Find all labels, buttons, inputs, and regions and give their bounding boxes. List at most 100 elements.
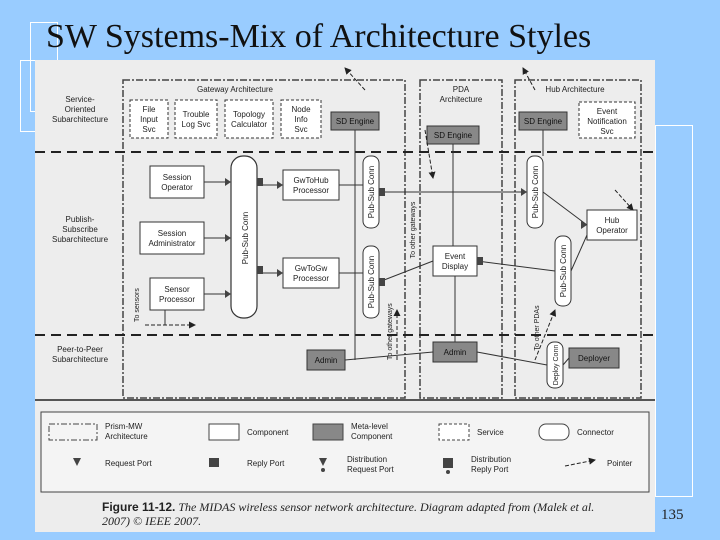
svg-text:Component: Component [247, 428, 289, 437]
svg-text:Deployer: Deployer [578, 354, 610, 363]
svg-text:Publish-: Publish- [66, 215, 95, 224]
gwtohub-processor: GwToHub Processor [282, 169, 340, 201]
svg-text:Hub: Hub [605, 216, 620, 225]
service-subarchitecture-label: Service- Oriented Subarchitecture [52, 95, 109, 124]
svg-text:Distribution: Distribution [347, 455, 387, 464]
svg-text:GwToHub: GwToHub [293, 176, 329, 185]
svg-text:Admin: Admin [444, 348, 467, 357]
sensor-processor: Sensor Processor [149, 277, 205, 311]
gwtogw-processor: GwToGw Processor [282, 257, 340, 289]
svg-text:Sensor: Sensor [164, 285, 190, 294]
svg-text:To other PDAs: To other PDAs [534, 305, 541, 351]
svg-text:To other gateways: To other gateways [410, 201, 417, 258]
svg-text:Notification: Notification [587, 117, 627, 126]
sd-engine-gateway: SD Engine [330, 111, 380, 131]
pda-architecture-label-2: Architecture [440, 95, 483, 104]
legend-reply-port: Reply Port [209, 458, 285, 468]
pubsub-connector-hub-lower: Pub-Sub Conn [554, 235, 572, 307]
svg-text:SD Engine: SD Engine [524, 117, 563, 126]
svg-text:Trouble: Trouble [183, 110, 210, 119]
admin-gateway: Admin [306, 349, 346, 371]
svg-text:Display: Display [442, 262, 468, 271]
gateway-architecture-label: Gateway Architecture [197, 85, 274, 94]
svg-text:Meta-level: Meta-level [351, 422, 388, 431]
svg-text:File: File [143, 105, 156, 114]
svg-text:Pub-Sub Conn: Pub-Sub Conn [531, 166, 540, 218]
svg-text:Request Port: Request Port [105, 459, 152, 468]
pointer-top-arrows [344, 67, 634, 211]
legend-distribution-request-port: Distribution Request Port [319, 455, 394, 474]
svg-text:Node: Node [291, 105, 311, 114]
file-input-svc: File Input Svc [129, 99, 169, 139]
pointer-to-other-pdas: To other PDAs [534, 305, 557, 361]
legend-distribution-reply-port: Distribution Reply Port [443, 455, 511, 474]
legend-component: Component [208, 423, 289, 441]
slide-decoration [655, 125, 693, 497]
session-administrator: Session Administrator [139, 221, 205, 255]
event-notification-svc: Event Notification Svc [578, 101, 636, 139]
pubsub-connector-gw-hub: Pub-Sub Conn [362, 155, 380, 229]
svg-text:Processor: Processor [159, 295, 195, 304]
svg-text:Administrator: Administrator [148, 239, 195, 248]
sd-engine-hub: SD Engine [518, 111, 568, 131]
deploy-connector: Deploy Conn [546, 341, 564, 389]
svg-text:Operator: Operator [161, 183, 193, 192]
caption-text: The MIDAS wireless sensor network archit… [102, 500, 595, 528]
svg-text:To sensors: To sensors [134, 288, 141, 322]
svg-text:Processor: Processor [293, 274, 329, 283]
svg-text:Svc: Svc [600, 127, 613, 136]
svg-text:Pub-Sub Conn: Pub-Sub Conn [241, 212, 250, 264]
svg-text:Input: Input [140, 115, 159, 124]
figure-caption: Figure 11-12. The MIDAS wireless sensor … [102, 500, 622, 528]
hub-architecture-label: Hub Architecture [545, 85, 605, 94]
svg-text:Svc: Svc [294, 125, 307, 134]
peer-to-peer-subarchitecture-label: Peer-to-Peer Subarchitecture [52, 345, 109, 364]
hub-architecture-box [514, 79, 642, 399]
legend-meta-component: Meta-level Component [312, 422, 393, 441]
svg-text:Deploy Conn: Deploy Conn [553, 345, 560, 386]
svg-text:Info: Info [294, 115, 308, 124]
pointer-to-other-gateways-top: To other gateways [410, 129, 436, 258]
svg-text:Admin: Admin [315, 356, 338, 365]
event-display: Event Display [432, 245, 478, 277]
svg-text:Subarchitecture: Subarchitecture [52, 115, 109, 124]
svg-text:SD Engine: SD Engine [434, 131, 473, 140]
legend-service: Service [438, 423, 504, 441]
deployer-hub: Deployer [568, 347, 620, 369]
sd-engine-pda: SD Engine [426, 125, 480, 145]
session-operator: Session Operator [149, 165, 205, 199]
topology-calculator: Topology Calculator [224, 99, 274, 139]
svg-text:Pub-Sub Conn: Pub-Sub Conn [559, 245, 568, 297]
svg-text:Event: Event [597, 107, 618, 116]
admin-pda: Admin [432, 341, 478, 363]
svg-text:Reply Port: Reply Port [471, 465, 509, 474]
legend-prism: Prism-MW Architecture [48, 422, 148, 441]
svg-text:Event: Event [445, 252, 466, 261]
svg-text:Calculator: Calculator [231, 120, 267, 129]
svg-text:Reply Port: Reply Port [247, 459, 285, 468]
slide-title: SW Systems-Mix of Architecture Styles [46, 18, 592, 55]
svg-text:Request Port: Request Port [347, 465, 394, 474]
trouble-log-svc: Trouble Log Svc [174, 99, 218, 139]
svg-text:Subarchitecture: Subarchitecture [52, 235, 109, 244]
svg-text:Service-: Service- [65, 95, 95, 104]
svg-text:Service: Service [477, 428, 504, 437]
ports [225, 178, 587, 298]
legend-request-port: Request Port [73, 458, 152, 468]
svg-text:Subarchitecture: Subarchitecture [52, 355, 109, 364]
pubsub-connector-gw-gw: Pub-Sub Conn [362, 245, 380, 319]
svg-text:Processor: Processor [293, 186, 329, 195]
midas-diagram: Gateway Architecture PDA Architecture Hu… [35, 67, 655, 493]
svg-text:Session: Session [158, 229, 186, 238]
svg-text:Operator: Operator [596, 226, 628, 235]
svg-text:Session: Session [163, 173, 191, 182]
pubsub-connector-hub-upper: Pub-Sub Conn [526, 155, 544, 229]
svg-text:Architecture: Architecture [105, 432, 148, 441]
caption-label: Figure 11-12. [102, 500, 176, 514]
svg-text:Connector: Connector [577, 428, 614, 437]
connection-lines [164, 130, 588, 366]
svg-text:Pointer: Pointer [607, 459, 633, 468]
legend: Prism-MW Architecture Component Meta-lev… [40, 411, 650, 493]
svg-text:Component: Component [351, 432, 393, 441]
architecture-figure: Gateway Architecture PDA Architecture Hu… [35, 60, 655, 532]
